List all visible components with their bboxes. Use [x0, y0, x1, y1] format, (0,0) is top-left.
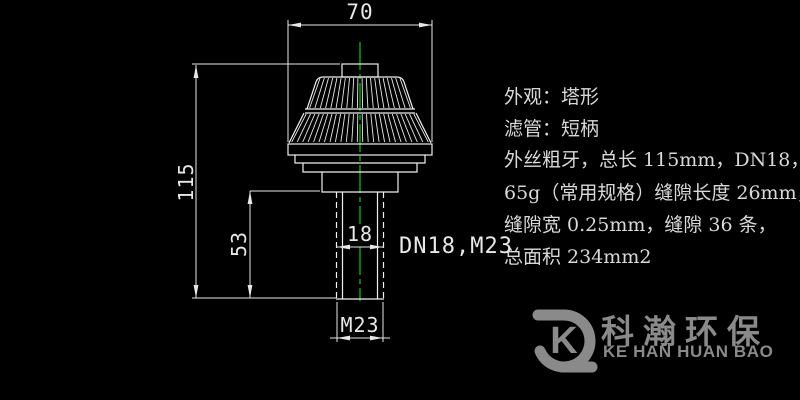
spec-filter-tube: 滤管：短柄 — [504, 118, 600, 140]
step-band-3 — [302, 163, 418, 173]
spec-slit-length: 65g（常用规格）缝隙长度 26mm， — [504, 182, 800, 204]
dimension-53 — [247, 190, 320, 298]
logo-s-arc — [534, 309, 596, 373]
spec-appearance: 外观：塔形 — [504, 86, 600, 108]
flange — [287, 143, 433, 156]
thread-bottom-label: M23 — [340, 313, 379, 337]
upper-cone-slits — [309, 77, 411, 109]
company-logo: K 科瀚环保 KE HAN HUAN BAO — [529, 303, 795, 383]
dimension-18 — [337, 244, 383, 250]
dimension-m23 — [330, 302, 390, 342]
spec-thread-size: 外丝粗牙，总长 115mm，DN18，Æ23， — [504, 149, 800, 171]
lower-cone — [288, 112, 432, 144]
logo-name-cn: 科瀚环保 — [601, 312, 769, 351]
upper-cone — [306, 76, 414, 110]
spec-total-area: 总面积 234mm2 — [504, 246, 652, 268]
dimension-115 — [192, 63, 340, 299]
nut — [321, 172, 399, 193]
spec-slit-width: 缝隙宽 0.25mm，缝隙 36 条， — [504, 214, 777, 236]
stem-thread-dashed — [335, 192, 385, 299]
lower-cone-slits — [291, 113, 429, 143]
logo-letter-k: K — [550, 320, 578, 362]
logo-name-en: KE HAN HUAN BAO — [603, 342, 774, 361]
step-band-2 — [294, 155, 426, 164]
logo-k-mark: K — [532, 309, 598, 373]
nozzle-outline — [287, 63, 433, 300]
dim-18-label: 18 — [347, 222, 373, 246]
dimension-70 — [287, 20, 433, 142]
dim-115-label: 115 — [174, 162, 198, 201]
dim-53-label: 53 — [227, 231, 251, 257]
stem-core — [341, 192, 379, 299]
thread-side-label: DN18,M23 — [399, 234, 513, 259]
dim-70-label: 70 — [346, 0, 373, 24]
